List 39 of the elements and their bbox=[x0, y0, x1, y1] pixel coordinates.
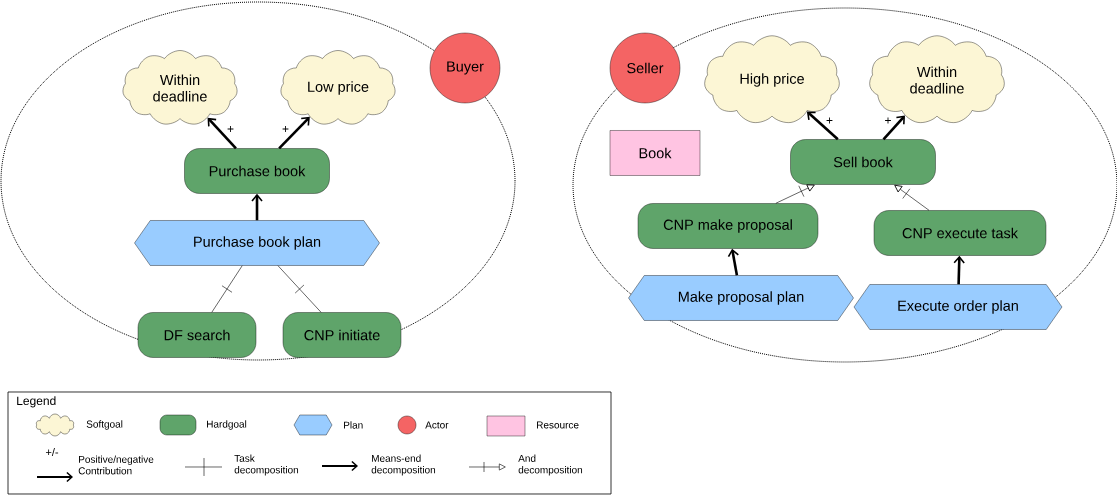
hardgoal-box: Purchase book bbox=[184, 148, 330, 194]
arrow bbox=[953, 255, 965, 285]
and-decomposition-arrow bbox=[894, 184, 930, 211]
softgoal-cloud: Low price bbox=[280, 50, 396, 125]
hardgoal-box: CNP execute task bbox=[873, 210, 1047, 256]
plan-hexagon: Make proposal plan bbox=[628, 275, 854, 321]
legend-label: Task decomposition bbox=[234, 454, 299, 476]
arrow bbox=[806, 111, 839, 141]
hardgoal-box: CNP initiate bbox=[282, 312, 402, 358]
legend-label: Plan bbox=[344, 421, 363, 429]
legend-title: Legend bbox=[17, 396, 56, 408]
edge-label: + bbox=[281, 125, 290, 134]
arrow bbox=[251, 193, 263, 221]
legend-label: Means-end decomposition bbox=[371, 454, 436, 476]
contribution-sign: +/- bbox=[46, 447, 59, 457]
resource-box: Book bbox=[609, 130, 701, 176]
hardgoal-box: Sell book bbox=[790, 139, 936, 185]
task-decomposition-link bbox=[277, 265, 322, 313]
softgoal-cloud: Within deadline bbox=[122, 50, 238, 125]
plan-hexagon: Execute order plan bbox=[853, 284, 1063, 330]
hardgoal-box: DF search bbox=[137, 312, 257, 358]
legend-label: Resource bbox=[537, 421, 579, 429]
legend-label: Actor bbox=[425, 421, 449, 429]
plan-hexagon: Purchase book plan bbox=[134, 220, 380, 266]
edge-label: + bbox=[226, 125, 235, 134]
legend-label: Positive/negative Contribution bbox=[78, 455, 154, 475]
arrow bbox=[207, 117, 237, 150]
arrow bbox=[727, 248, 740, 276]
arrow bbox=[882, 115, 905, 141]
legend-label: Softgoal bbox=[86, 420, 123, 430]
legend-label: Hardgoal bbox=[207, 420, 247, 430]
edge-label: + bbox=[883, 116, 893, 126]
edge-label: + bbox=[825, 116, 834, 126]
task-decomposition-link bbox=[211, 265, 243, 313]
legend-label: And decomposition bbox=[518, 454, 582, 476]
and-decomposition-arrow bbox=[775, 184, 815, 204]
actor-boundary bbox=[572, 7, 1117, 363]
hardgoal-box: CNP make proposal bbox=[637, 203, 819, 249]
arrow bbox=[278, 116, 310, 150]
